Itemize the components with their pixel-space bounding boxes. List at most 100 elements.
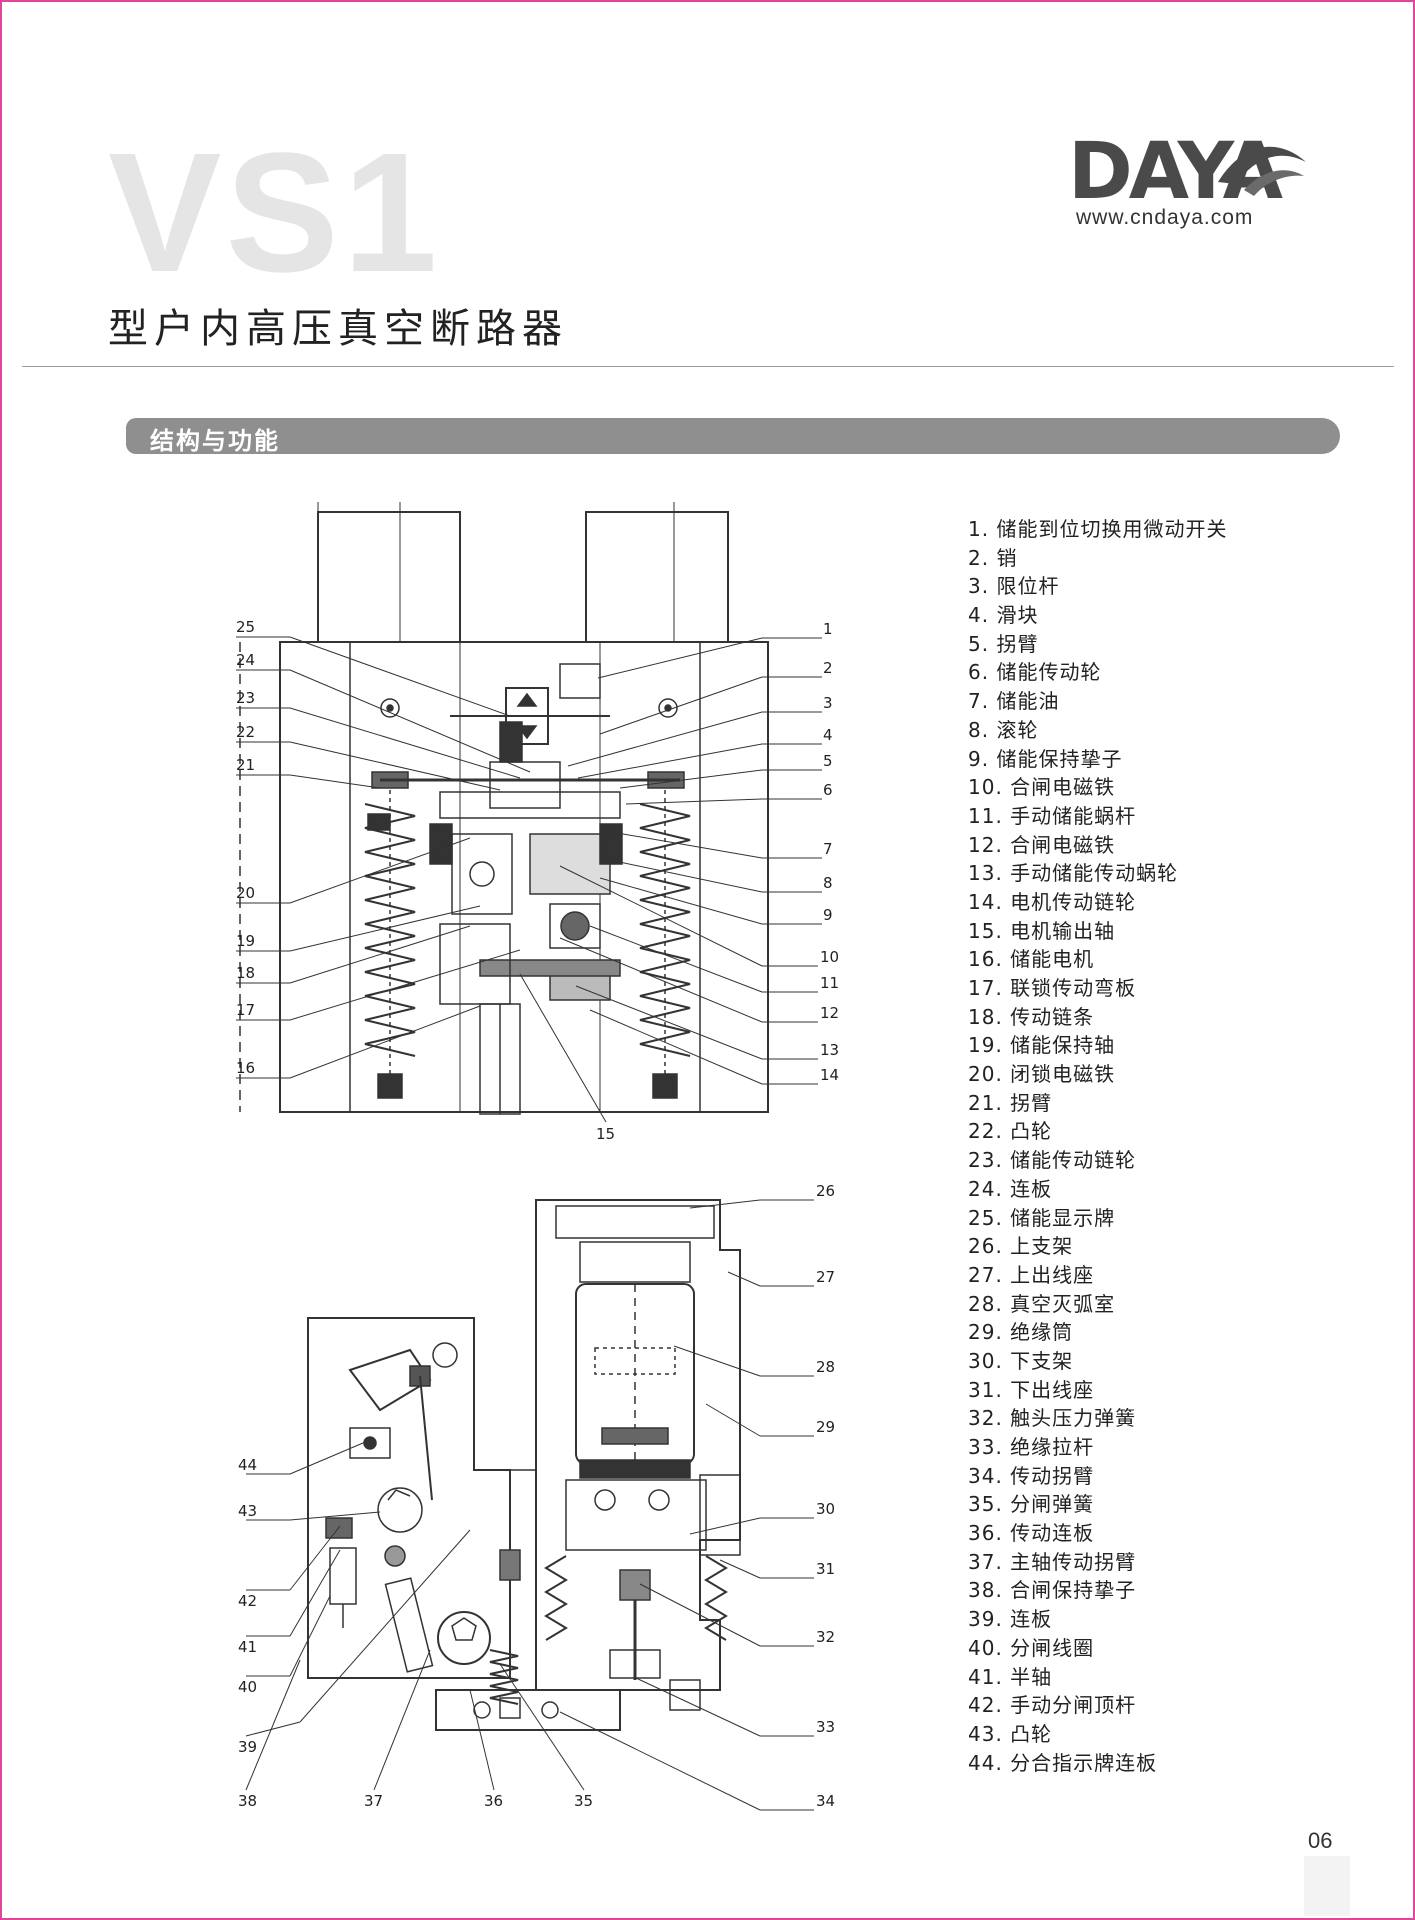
callout-32: 32	[816, 1628, 835, 1646]
daya-logo: DAYA	[1068, 132, 1306, 210]
callout-11: 11	[820, 974, 839, 992]
part-item-1: 1. 储能到位切换用微动开关	[968, 517, 1228, 541]
callout-12: 12	[820, 1004, 839, 1022]
callout-17: 17	[236, 1001, 255, 1019]
part-item-4: 4. 滑块	[968, 603, 1039, 628]
callout-14: 14	[820, 1066, 839, 1084]
callout-2: 2	[823, 659, 833, 677]
part-item-27: 27. 上出线座	[968, 1262, 1095, 1287]
callout-33: 33	[816, 1718, 835, 1736]
part-item-22: 22. 凸轮	[968, 1119, 1053, 1144]
callout-4: 4	[823, 726, 833, 744]
page-number: 06	[1308, 1828, 1333, 1853]
callout-8: 8	[823, 874, 833, 892]
part-item-40: 40. 分闸线圈	[968, 1635, 1095, 1660]
part-item-21: 21. 拐臂	[968, 1090, 1053, 1115]
header-divider	[22, 366, 1394, 367]
part-item-3: 3. 限位杆	[968, 574, 1060, 599]
part-item-24: 24. 连板	[968, 1176, 1053, 1201]
part-item-41: 41. 半轴	[968, 1664, 1053, 1689]
part-item-30: 30. 下支架	[968, 1348, 1074, 1373]
mechanism-front-diagram	[239, 502, 769, 1115]
callout-23: 23	[236, 689, 255, 707]
callout-38: 38	[238, 1792, 257, 1810]
page-subtitle: 型户内高压真空断路器	[108, 306, 568, 352]
callout-36: 36	[484, 1792, 503, 1810]
part-item-8: 8. 滚轮	[968, 717, 1039, 742]
callout-9: 9	[823, 906, 833, 924]
part-item-10: 10. 合闸电磁铁	[968, 775, 1116, 800]
part-item-35: 35. 分闸弹簧	[968, 1492, 1095, 1517]
part-item-29: 29. 绝缘筒	[968, 1320, 1074, 1345]
part-item-26: 26. 上支架	[968, 1234, 1074, 1259]
part-item-31: 31. 下出线座	[968, 1377, 1095, 1402]
breaker-side-diagram	[307, 1199, 741, 1731]
part-item-11: 11. 手动储能蜗杆	[968, 803, 1137, 828]
part-item-36: 36. 传动连板	[968, 1521, 1095, 1546]
callout-39: 39	[238, 1738, 257, 1756]
part-item-39: 39. 连板	[968, 1607, 1053, 1632]
callout-13: 13	[820, 1041, 839, 1059]
callout-31: 31	[816, 1560, 835, 1578]
callout-41: 41	[238, 1638, 257, 1656]
part-item-19: 19. 储能保持轴	[968, 1033, 1116, 1058]
part-item-9: 9. 储能保持挚子	[968, 746, 1123, 771]
part-item-20: 20. 闭锁电磁铁	[968, 1062, 1116, 1087]
part-item-37: 37. 主轴传动拐臂	[968, 1549, 1137, 1574]
callout-20: 20	[236, 884, 255, 902]
callout-5: 5	[823, 752, 833, 770]
part-item-25: 25. 储能显示牌	[968, 1205, 1116, 1230]
page-tab	[1304, 1856, 1350, 1916]
callout-37: 37	[364, 1792, 383, 1810]
part-item-6: 6. 储能传动轮	[968, 660, 1102, 685]
part-item-14: 14. 电机传动链轮	[968, 889, 1137, 914]
callout-25: 25	[236, 618, 255, 636]
callout-6: 6	[823, 781, 833, 799]
part-item-12: 12. 合闸电磁铁	[968, 832, 1116, 857]
svg-text:DAYA: DAYA	[1068, 132, 1283, 210]
part-item-38: 38. 合闸保持挚子	[968, 1578, 1137, 1603]
callout-24: 24	[236, 651, 255, 669]
part-item-44: 44. 分合指示牌连板	[968, 1750, 1158, 1775]
callout-35: 35	[574, 1792, 593, 1810]
callout-27: 27	[816, 1268, 835, 1286]
callout-29: 29	[816, 1418, 835, 1436]
callout-30: 30	[816, 1500, 835, 1518]
part-item-2: 2. 销	[968, 545, 1018, 570]
callout-34: 34	[816, 1792, 835, 1810]
callout-40: 40	[238, 1678, 257, 1696]
part-item-5: 5. 拐臂	[968, 631, 1039, 656]
part-item-15: 15. 电机输出轴	[968, 918, 1116, 943]
callout-42: 42	[238, 1592, 257, 1610]
part-item-34: 34. 传动拐臂	[968, 1463, 1095, 1488]
part-item-32: 32. 触头压力弹簧	[968, 1406, 1137, 1431]
part-item-43: 43. 凸轮	[968, 1721, 1053, 1746]
callout-15: 15	[596, 1125, 615, 1143]
callout-44: 44	[238, 1456, 257, 1474]
part-item-42: 42. 手动分闸顶杆	[968, 1693, 1137, 1718]
callout-26: 26	[816, 1182, 835, 1200]
callout-28: 28	[816, 1358, 835, 1376]
callout-19: 19	[236, 932, 255, 950]
part-item-33: 33. 绝缘拉杆	[968, 1435, 1095, 1459]
part-item-28: 28. 真空灭弧室	[968, 1291, 1116, 1316]
section-title: 结构与功能	[150, 427, 280, 455]
callout-18: 18	[236, 964, 255, 982]
callout-7: 7	[823, 840, 833, 858]
website-url[interactable]: www.cndaya.com	[1076, 206, 1254, 229]
part-item-23: 23. 储能传动链轮	[968, 1148, 1137, 1173]
part-item-16: 16. 储能电机	[968, 947, 1095, 972]
callout-3: 3	[823, 694, 833, 712]
part-item-7: 7. 储能油	[968, 689, 1060, 714]
parts-legend: 1. 储能到位切换用微动开关 2. 销 3. 限位杆 4. 滑块 5. 拐臂 6. 储能传…	[968, 515, 1227, 1777]
model-watermark-title: VS1	[108, 118, 442, 308]
callout-21: 21	[236, 756, 255, 774]
callout-22: 22	[236, 723, 255, 741]
callout-1: 1	[823, 620, 833, 638]
callout-10: 10	[820, 948, 839, 966]
section-heading-bar	[126, 418, 1340, 454]
part-item-18: 18. 传动链条	[968, 1004, 1095, 1029]
